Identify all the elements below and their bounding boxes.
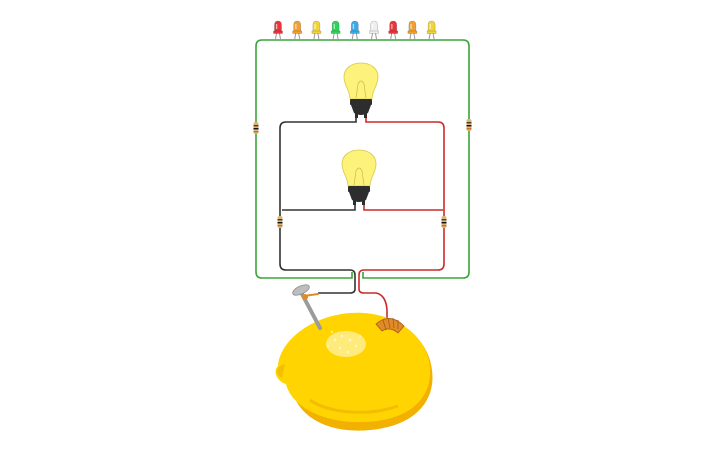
led-icon[interactable] bbox=[407, 20, 418, 40]
led-icon[interactable] bbox=[369, 20, 379, 40]
nail-electrode-icon[interactable] bbox=[291, 283, 322, 330]
led-loop-wire bbox=[255, 39, 470, 279]
led-icon[interactable] bbox=[292, 20, 302, 40]
copper-electrode-icon[interactable] bbox=[375, 317, 405, 334]
led-icon[interactable] bbox=[426, 20, 437, 40]
led-icon[interactable] bbox=[388, 20, 398, 40]
resistor-right-outer[interactable] bbox=[466, 119, 472, 131]
resistor-left-outer[interactable] bbox=[253, 122, 259, 134]
led-icon[interactable] bbox=[273, 20, 283, 40]
led-icon[interactable] bbox=[311, 20, 322, 40]
led-row bbox=[273, 20, 437, 40]
light-bulb-icon[interactable] bbox=[343, 62, 379, 118]
lemon-battery-icon[interactable] bbox=[275, 312, 433, 431]
negative-wire bbox=[279, 118, 357, 294]
led-icon[interactable] bbox=[330, 20, 341, 40]
led-icon[interactable] bbox=[350, 20, 360, 40]
resistor-right-inner[interactable] bbox=[441, 216, 447, 228]
positive-wire bbox=[358, 118, 445, 318]
light-bulb-icon[interactable] bbox=[341, 149, 377, 205]
resistor-left-inner[interactable] bbox=[277, 216, 283, 228]
